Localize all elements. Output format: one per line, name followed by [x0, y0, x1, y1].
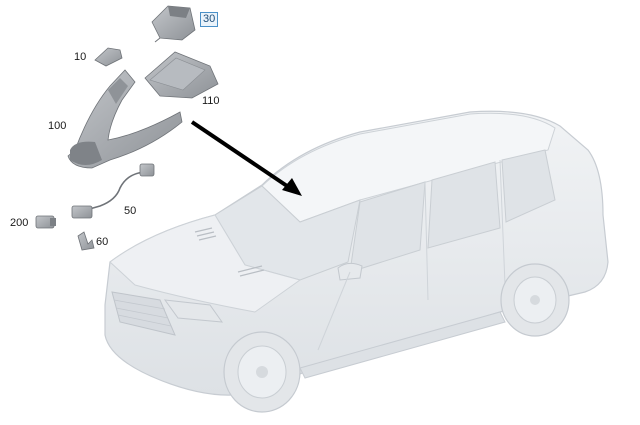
location-arrow: [190, 120, 302, 196]
vehicle-quarter-window: [501, 149, 556, 223]
callout-50[interactable]: 50: [124, 205, 137, 217]
part-30-camera-module[interactable]: [151, 5, 196, 43]
vehicle-front-window: [349, 181, 426, 273]
callout-10[interactable]: 10: [74, 51, 87, 63]
part-50-cable[interactable]: [71, 163, 155, 219]
callout-110[interactable]: 110: [202, 95, 220, 107]
part-100-housing[interactable]: [67, 69, 183, 169]
callout-100[interactable]: 100: [48, 120, 67, 132]
callout-30[interactable]: 30: [200, 12, 219, 27]
vehicle-rear-window: [427, 161, 501, 249]
vehicle-front-wheel: [223, 331, 301, 413]
vehicle-mirror: [337, 262, 363, 281]
callout-200[interactable]: 200: [10, 217, 29, 229]
hood-vents: [194, 227, 265, 277]
callout-60[interactable]: 60: [96, 236, 109, 248]
vehicle-rear-wheel: [500, 263, 570, 337]
vehicle-running-board: [299, 311, 506, 379]
part-10-bracket[interactable]: [94, 47, 123, 67]
part-60-clip[interactable]: [77, 231, 95, 251]
vehicle-headlight: [163, 299, 224, 323]
part-110-cover[interactable]: [144, 51, 219, 99]
vehicle-hood: [109, 214, 302, 313]
vehicle-roof: [261, 112, 556, 223]
vehicle-illustration: [104, 110, 609, 413]
part-200-connector[interactable]: [35, 215, 56, 229]
